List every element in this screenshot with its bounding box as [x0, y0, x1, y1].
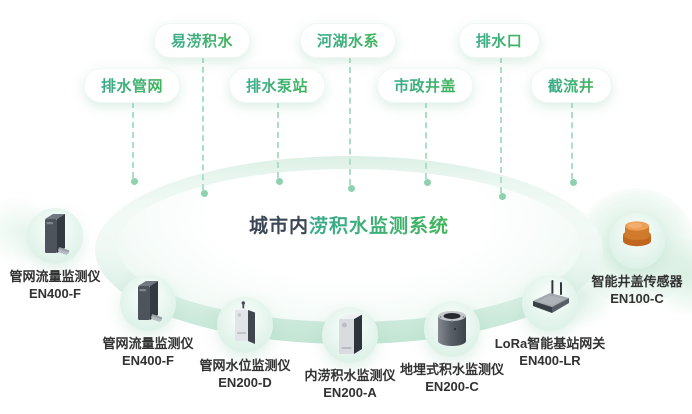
pipe-level-monitor-icon [235, 301, 255, 344]
device-name: 管网水位监测仪 [199, 358, 291, 373]
connector-dot [201, 190, 208, 197]
pill-label: 易涝积水 [170, 33, 234, 50]
connector-dot [570, 179, 577, 186]
device-model: EN400-LR [519, 353, 581, 368]
connector-dot [424, 179, 431, 186]
pill-drainage-pipe-network: 排水管网 [83, 68, 181, 103]
connector-dot [131, 178, 138, 185]
pill-label: 截流井 [547, 78, 595, 95]
connector-dot [276, 178, 283, 185]
device-model: EN100-C [610, 291, 664, 306]
manhole-cover-sensor-icon [623, 221, 651, 247]
device-name: LoRa智能基站网关 [494, 336, 606, 351]
pill-flood-prone-water: 易涝积水 [153, 23, 251, 58]
device-model: EN200-C [425, 379, 479, 394]
pill-drainage-pump-station: 排水泵站 [228, 68, 326, 103]
lora-gateway-icon [533, 280, 569, 313]
pill-municipal-manhole-cover: 市政井盖 [376, 68, 474, 103]
platform-ellipse-inner [117, 169, 581, 322]
pill-label: 排水泵站 [245, 78, 309, 95]
connector-line [570, 102, 577, 186]
pill-interception-well: 截流井 [530, 68, 612, 103]
pill-label: 排水口 [475, 33, 523, 50]
pill-label: 河湖水系 [316, 33, 380, 50]
device-model: EN400-F [28, 286, 82, 301]
device-model: EN400-F [121, 353, 175, 368]
connector-dot [499, 193, 506, 200]
system-title-highlight: 涝积水监测系统 [309, 216, 450, 237]
system-title: 城市内涝积水监测系统 [249, 211, 449, 238]
pill-river-lake-system: 河湖水系 [299, 23, 397, 58]
waterlogging-monitor-icon [339, 314, 362, 354]
connector-line [131, 102, 138, 185]
connector-line [348, 57, 355, 192]
system-title-prefix: 城市内 [248, 216, 309, 237]
connector-line [424, 102, 431, 186]
device-name: 管网流量监测仪 [102, 336, 194, 351]
pill-label: 排水管网 [100, 78, 164, 95]
connector-dot [348, 185, 355, 192]
device-name: 地埋式积水监测仪 [399, 362, 505, 377]
buried-water-monitor-icon [438, 311, 466, 346]
pipe-flow-monitor-icon [45, 214, 70, 255]
device-model: EN200-A [323, 385, 377, 400]
pill-label: 市政井盖 [393, 78, 457, 95]
connector-line [499, 57, 506, 200]
connector-line [201, 57, 208, 197]
device-name: 管网流量监测仪 [9, 269, 101, 284]
connector-line [276, 102, 283, 185]
pipe-flow-monitor-icon [138, 281, 163, 322]
device-model: EN200-D [218, 375, 272, 390]
device-name: 智能井盖传感器 [591, 274, 683, 289]
device-name: 内涝积水监测仪 [304, 368, 396, 383]
pill-drainage-outlet: 排水口 [458, 23, 540, 58]
